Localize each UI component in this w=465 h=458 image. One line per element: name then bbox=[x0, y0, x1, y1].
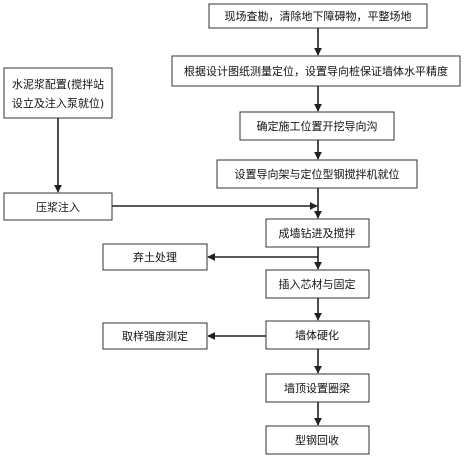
node-grout-inject: 压浆注入 bbox=[3, 192, 113, 221]
node-guide-trench-label: 确定施工位置开挖导向沟 bbox=[257, 119, 378, 133]
node-recover-steel-label: 型钢回收 bbox=[295, 433, 339, 447]
node-crown-beam: 墙顶设置圈梁 bbox=[265, 373, 370, 403]
node-site-survey: 现场查勘，清除地下障碍物，平整场地 bbox=[208, 3, 428, 29]
node-survey-layout-label: 根据设计图纸测量定位，设置导向桩保证墙体水平精度 bbox=[184, 64, 448, 78]
node-cement-prep: 水泥浆配置(搅拌站 设立及注入泵就位) bbox=[3, 67, 113, 119]
node-guide-trench: 确定施工位置开挖导向沟 bbox=[239, 111, 395, 141]
node-cement-prep-label-line1: 水泥浆配置(搅拌站 bbox=[12, 77, 104, 91]
node-drill-mix-label: 成墙钻进及搅拌 bbox=[279, 226, 356, 240]
node-spoil-disposal-label: 弃土处理 bbox=[133, 250, 177, 264]
node-survey-layout: 根据设计图纸测量定位，设置导向桩保证墙体水平精度 bbox=[171, 55, 461, 87]
node-cement-prep-label-line2: 设立及注入泵就位) bbox=[12, 96, 104, 110]
node-site-survey-label: 现场查勘，清除地下障碍物，平整场地 bbox=[225, 9, 412, 23]
node-wall-harden-label: 墙体硬化 bbox=[295, 328, 339, 342]
node-recover-steel: 型钢回收 bbox=[265, 425, 370, 455]
node-strength-test: 取样强度测定 bbox=[102, 322, 208, 350]
node-guide-frame-label: 设置导向架与定位型钢搅拌机就位 bbox=[235, 167, 400, 181]
node-insert-core: 插入芯材与固定 bbox=[265, 269, 370, 299]
node-drill-mix: 成墙钻进及搅拌 bbox=[265, 218, 370, 248]
node-guide-frame: 设置导向架与定位型钢搅拌机就位 bbox=[216, 159, 418, 189]
node-crown-beam-label: 墙顶设置圈梁 bbox=[284, 381, 350, 395]
node-spoil-disposal: 弃土处理 bbox=[102, 243, 208, 271]
node-strength-test-label: 取样强度测定 bbox=[122, 329, 188, 343]
node-grout-inject-label: 压浆注入 bbox=[36, 200, 80, 214]
node-wall-harden: 墙体硬化 bbox=[265, 320, 370, 350]
node-insert-core-label: 插入芯材与固定 bbox=[279, 277, 356, 291]
